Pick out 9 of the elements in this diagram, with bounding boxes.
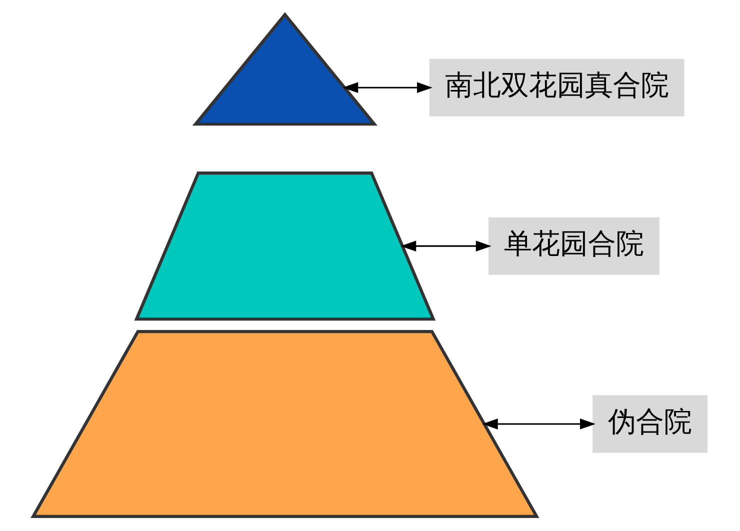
node-triangle [192, 12, 378, 126]
node-trapezium [134, 172, 436, 321]
arrow [400, 240, 492, 252]
node-box: 单花园合院 [488, 217, 660, 275]
node-box: 南北双花园真合院 [429, 58, 684, 116]
node-trapezium [30, 330, 540, 518]
node-box: 伪合院 [592, 395, 708, 453]
arrow [342, 82, 433, 94]
arrow [482, 418, 596, 430]
